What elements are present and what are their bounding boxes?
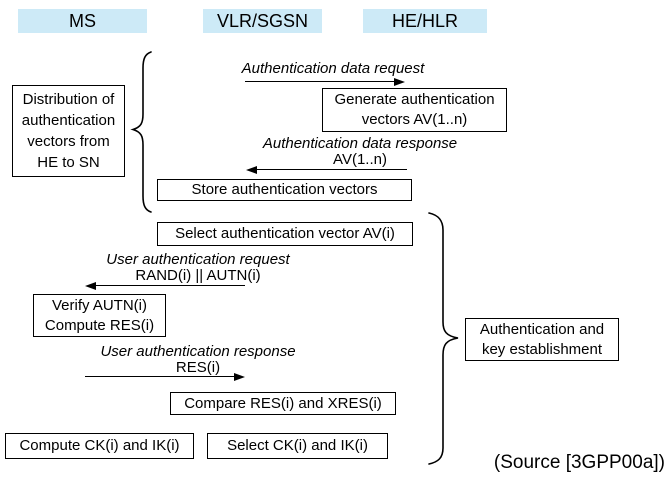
arrow-shaft [94,285,245,287]
generate-vectors-line: vectors AV(1..n) [361,111,468,128]
phase2-line: Authentication and [479,320,605,338]
select-ck-ik-label: Select CK(i) and IK(i) [227,437,368,454]
column-header-he-hlr: HE/HLR [363,9,487,33]
auth-data-response-param: AV(1..n) [333,151,387,168]
user-auth-request-label: User authentication request [106,251,290,268]
phase1-line: vectors from [27,133,110,150]
arrow-head-right [394,78,405,86]
verify-autn-box: Verify AUTN(i) Compute RES(i) [33,294,166,337]
compare-res-label: Compare RES(i) and XRES(i) [184,394,382,412]
phase1-line: Distribution of [22,91,115,108]
phase1-brace [130,51,152,213]
arrow-shaft [245,81,396,83]
store-vectors-label: Store authentication vectors [191,181,378,198]
column-header-ms: MS [18,9,147,33]
store-vectors-box: Store authentication vectors [157,179,412,201]
phase1-line: HE to SN [37,154,100,171]
compute-ck-ik-label: Compute CK(i) and IK(i) [19,437,180,454]
user-auth-request-param: RAND(i) || AUTN(i) [135,267,261,284]
auth-data-response-label: Authentication data response [262,135,458,152]
user-auth-request-arrow [85,282,245,291]
user-auth-response-arrow [85,373,245,382]
compare-res-box: Compare RES(i) and XRES(i) [170,392,396,415]
select-vector-box: Select authentication vector AV(i) [157,222,413,246]
auth-data-response-arrow [246,166,407,175]
arrow-shaft [255,169,407,171]
select-ck-ik-box: Select CK(i) and IK(i) [207,433,388,459]
phase2-brace [428,212,459,465]
arrow-head-right [234,373,245,381]
phase1-label-box: Distribution of authentication vectors f… [12,85,125,177]
phase2-label-box: Authentication and key establishment [465,318,619,361]
verify-autn-line: Compute RES(i) [44,316,155,334]
compute-ck-ik-box: Compute CK(i) and IK(i) [5,433,194,459]
generate-vectors-line: Generate authentication [334,91,495,108]
phase1-line: authentication [21,112,116,129]
auth-data-request-label: Authentication data request [241,60,425,77]
user-auth-response-label: User authentication response [100,343,296,360]
arrow-head-left [85,282,96,290]
verify-autn-line: Verify AUTN(i) [51,296,147,314]
generate-vectors-box: Generate authentication vectors AV(1..n) [322,88,507,132]
phase2-line: key establishment [481,340,603,358]
arrow-shaft [85,376,236,378]
user-auth-response-param: RES(i) [175,359,221,376]
column-header-vlr-sgsn: VLR/SGSN [203,9,322,33]
source-citation: (Source [3GPP00a]) [493,452,665,473]
auth-data-request-arrow [245,78,405,87]
arrow-head-left [246,166,257,174]
select-vector-label: Select authentication vector AV(i) [175,225,395,242]
